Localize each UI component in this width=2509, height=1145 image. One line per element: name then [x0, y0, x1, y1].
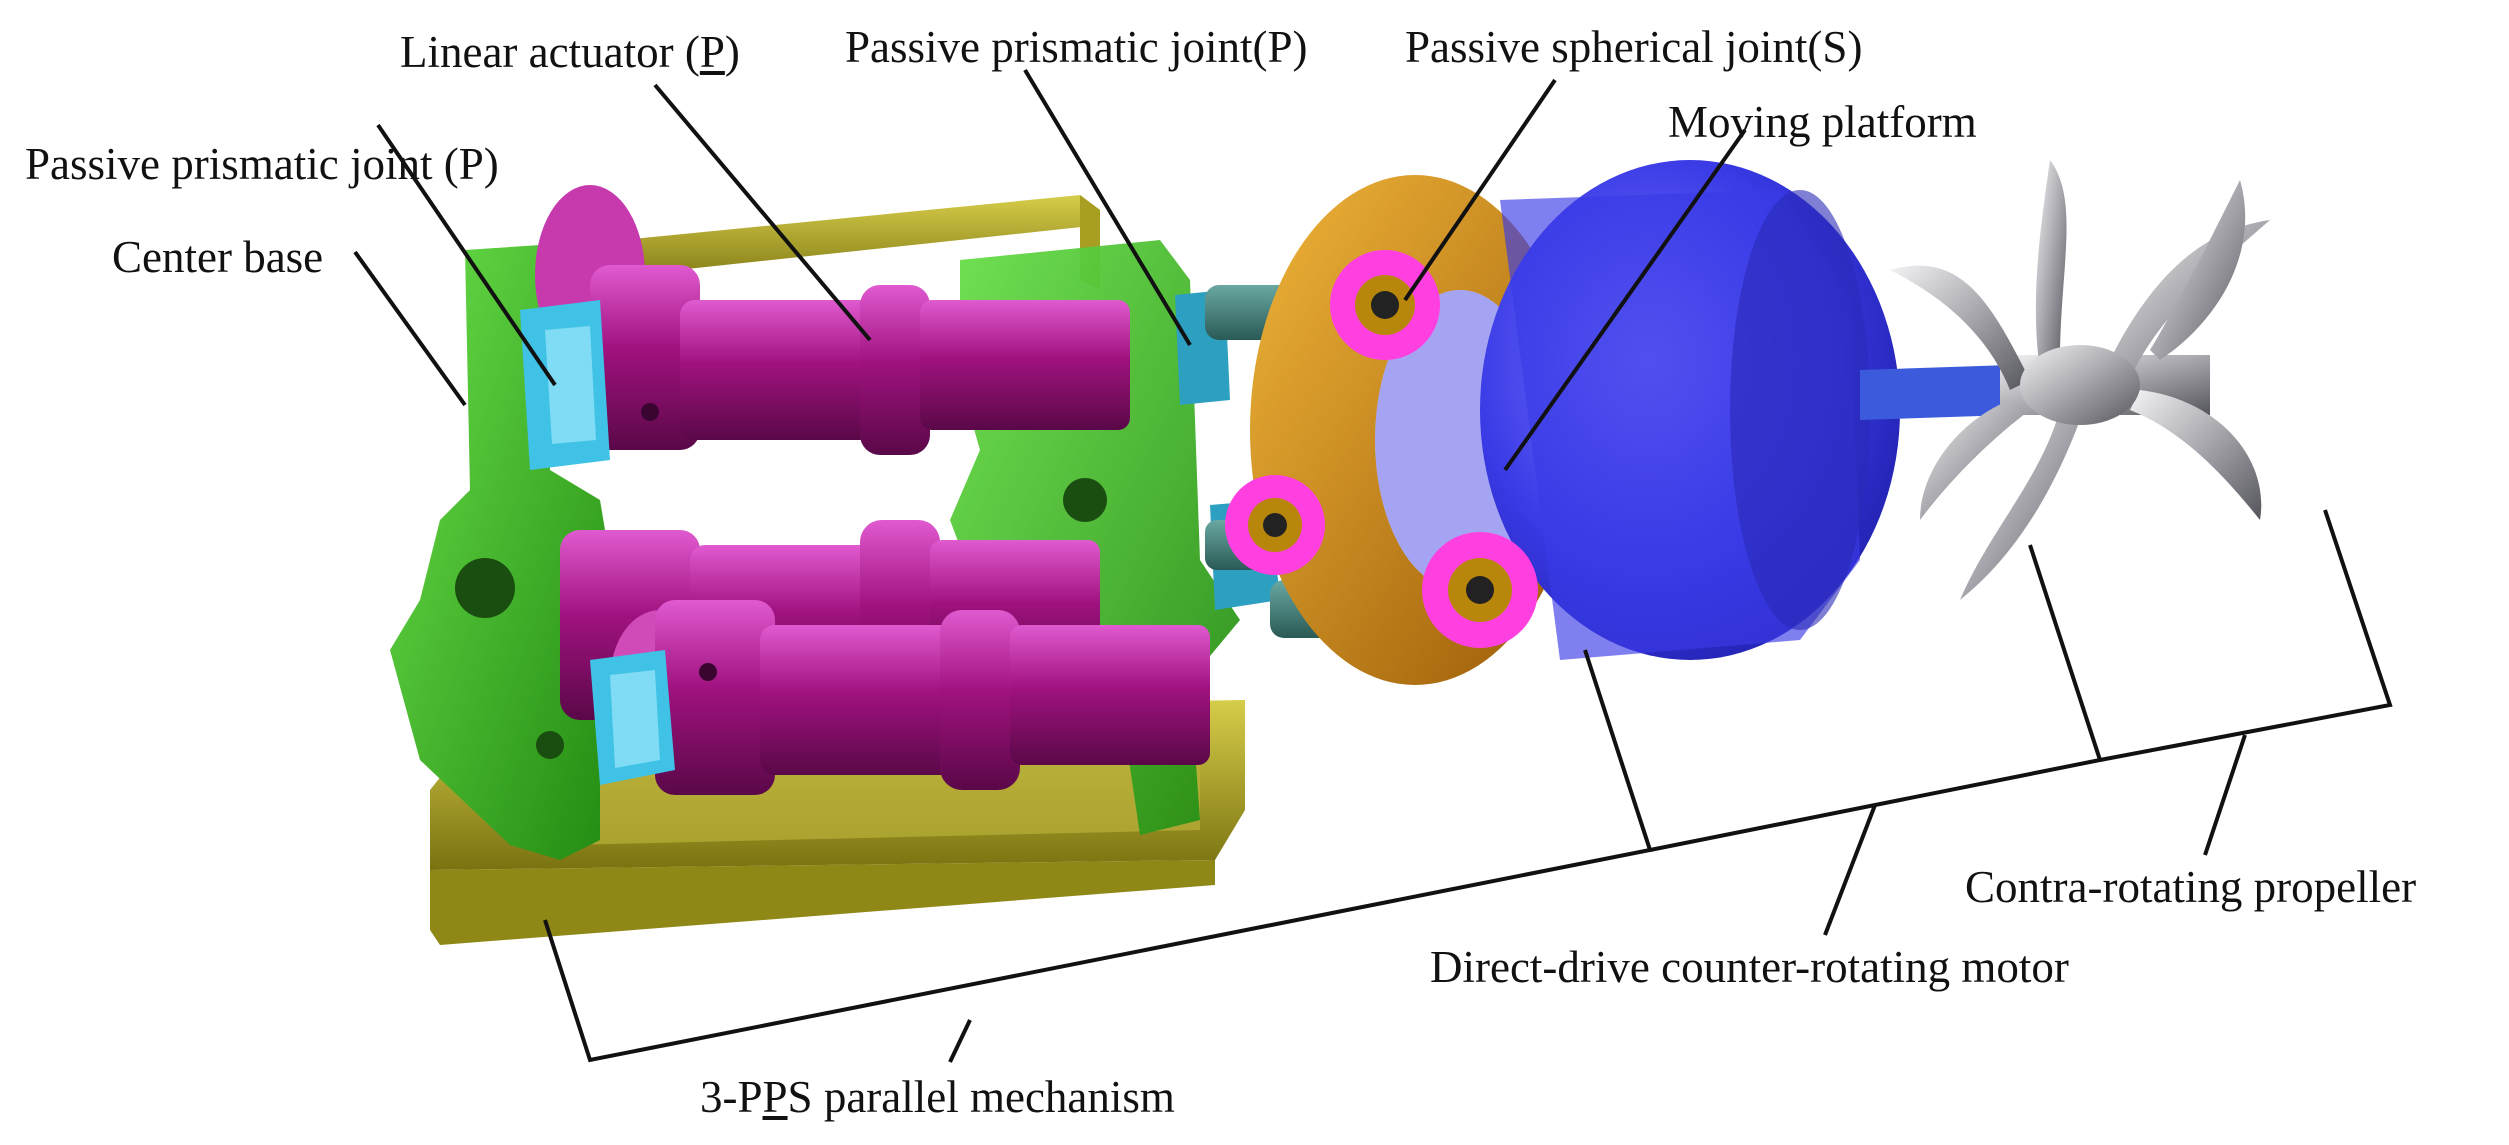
motor-graphic	[1480, 160, 1900, 660]
label-passive-prismatic-left: Passive prismatic joint (P)	[25, 139, 499, 189]
leader-lines	[353, 68, 2393, 1063]
leader-parallel-mechanism	[948, 1019, 972, 1063]
label-direct-drive-motor: Direct-drive counter-rotating motor	[1430, 942, 2069, 992]
label-parallel-mechanism: 3-PPS parallel mechanism	[700, 1072, 1175, 1122]
leader-moving-platform	[1503, 128, 1747, 472]
leader-motor	[1823, 804, 1877, 936]
propeller-graphic	[1860, 160, 2270, 600]
label-passive-prismatic-top: Passive prismatic joint(P)	[845, 22, 1308, 72]
leader-propeller	[2203, 734, 2247, 856]
label-center-base: Center base	[112, 232, 324, 282]
leader-passive-spherical	[1403, 78, 1557, 302]
bracket-propeller	[2099, 509, 2393, 762]
leader-center-base	[353, 250, 467, 407]
label-passive-spherical: Passive spherical joint(S)	[1405, 22, 1863, 72]
label-contra-rotating-propeller: Contra-rotating propeller	[1965, 862, 2417, 912]
leader-passive-prismatic-top	[1023, 68, 1192, 347]
leader-passive-prismatic-left	[376, 123, 557, 387]
spherical-joints-graphic	[1225, 250, 1538, 648]
leader-linear-actuator	[653, 83, 872, 342]
label-moving-platform: Moving platform	[1668, 97, 1977, 147]
label-linear-actuator: Linear actuator (P)	[400, 27, 740, 77]
bracket-parallel-mechanism	[543, 649, 1653, 1063]
